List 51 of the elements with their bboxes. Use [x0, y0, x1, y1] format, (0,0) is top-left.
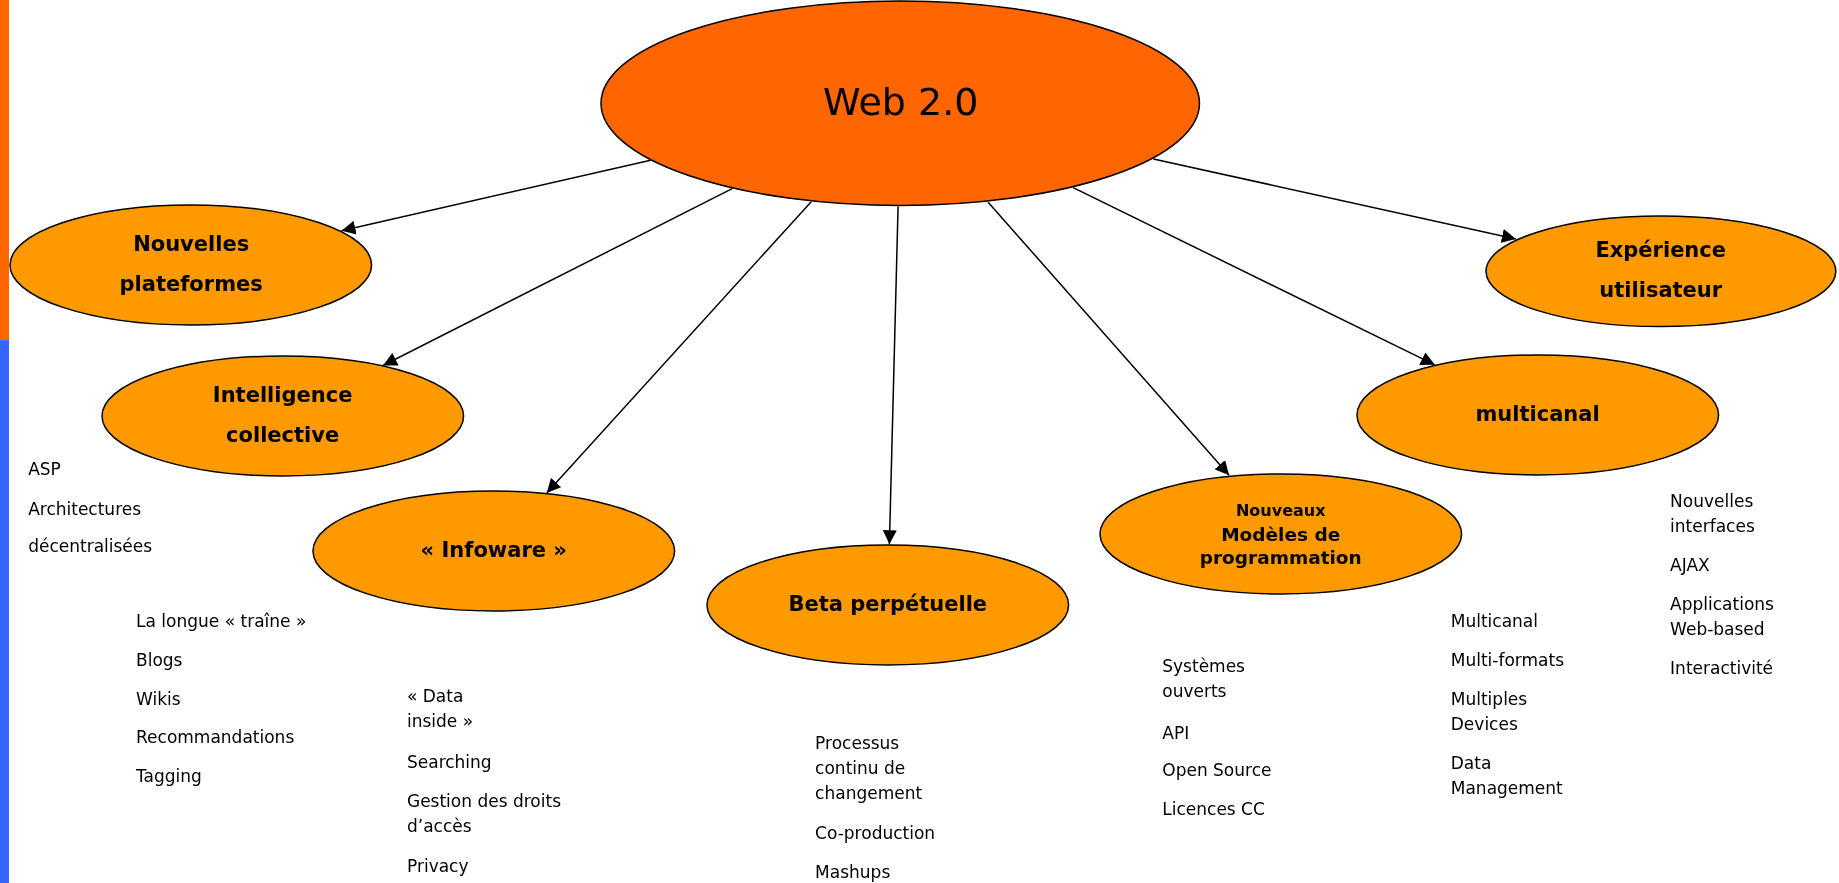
list-item: API: [1162, 721, 1190, 745]
list-item: Gestion des droits d’accès: [406, 789, 562, 838]
list-item: Processus continu de changement: [815, 732, 924, 806]
node-label: Intelligence collective: [211, 382, 354, 450]
list-item: « Data inside »: [406, 685, 475, 734]
arrow: [1072, 186, 1436, 366]
ellipse-node: [1484, 214, 1837, 328]
list-item: Privacy: [406, 855, 469, 879]
ellipse-node: [100, 355, 465, 478]
node-label: multicanal: [1475, 401, 1600, 429]
ellipse-node: [1098, 472, 1463, 595]
list-item: Blogs: [136, 648, 183, 672]
list-item: Multi-formats: [1450, 648, 1565, 672]
arrow: [546, 201, 812, 494]
list-item: Data Management: [1450, 752, 1564, 800]
list-item: Searching: [406, 750, 492, 774]
list-item: La longue « traîne »: [136, 610, 307, 634]
list-item: Open Source: [1162, 759, 1272, 783]
list-item: AJAX: [1670, 553, 1710, 577]
node-label: Nouvelles plateformes: [118, 231, 264, 299]
list-item: Wikis: [136, 687, 181, 711]
list-item: Co-production: [815, 822, 936, 846]
list-item: Multiples Devices: [1450, 687, 1529, 736]
list-item: Nouvelles interfaces: [1670, 490, 1756, 539]
node-label: Web 2.0: [823, 80, 979, 126]
list-item: Applications Web-based: [1670, 592, 1775, 641]
list-item: Mashups: [815, 861, 891, 883]
ellipse-node: [1355, 354, 1720, 477]
ellipse-node: [600, 0, 1201, 207]
list-item: Interactivité: [1670, 657, 1774, 680]
ellipse-node: [706, 544, 1070, 667]
arrow: [987, 201, 1230, 476]
list-item: Licences CC: [1162, 797, 1265, 821]
list-item: Tagging: [136, 764, 202, 788]
list-item: Multicanal: [1450, 610, 1538, 634]
ellipse-node: [9, 204, 373, 327]
list-item: Recommandations: [136, 726, 295, 750]
node-label: Nouveaux: [1235, 499, 1326, 522]
arrow: [382, 187, 733, 367]
ellipse-node: [311, 490, 676, 613]
node-label: « Infoware »: [420, 537, 567, 565]
node-label: Modèles de programmation: [1198, 523, 1363, 570]
node-label: Beta perpétuelle: [788, 591, 988, 619]
arrow: [340, 159, 652, 235]
arrow: [1152, 158, 1517, 243]
list-item: Systèmes ouverts: [1162, 654, 1246, 703]
arrow: [882, 205, 899, 545]
list-item: ASP: [28, 457, 61, 481]
node-label: Expérience utilisateur: [1594, 237, 1727, 304]
list-item: Architectures: [28, 497, 142, 521]
list-item: décentralisées: [28, 535, 153, 559]
